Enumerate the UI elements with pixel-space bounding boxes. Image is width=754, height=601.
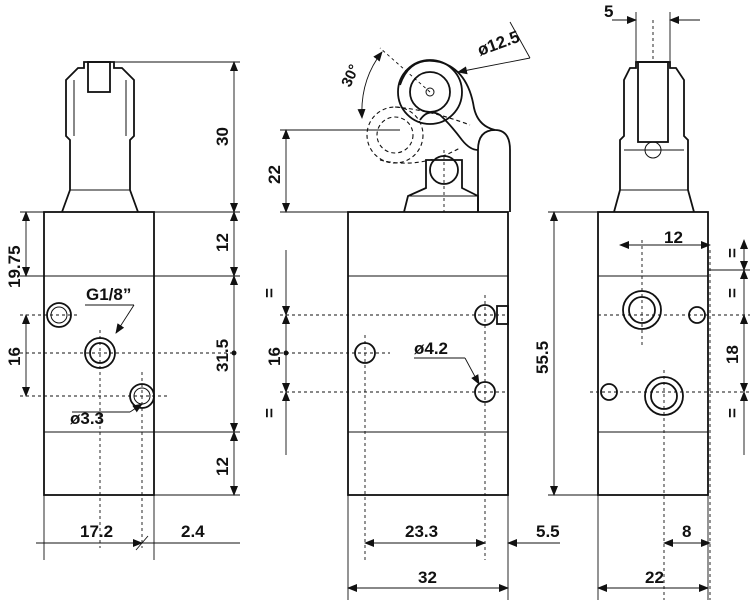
middle-actuator-base: [403, 159, 479, 213]
eq-mark-2: =: [260, 408, 279, 418]
left-view: [20, 61, 240, 560]
right-view: [548, 12, 750, 600]
callout-mount-hole: ø3.3: [70, 409, 104, 428]
middle-lever-arm: [477, 129, 511, 212]
eq-mark-4: =: [723, 408, 742, 418]
dim-18: 18: [723, 345, 742, 364]
dim-8: 8: [682, 522, 691, 541]
dim-16-mid: 16: [265, 347, 284, 366]
dim-55-5: 55.5: [533, 341, 552, 374]
right-body: [597, 211, 709, 496]
callout-labels: G1/8” ø3.3 ø4.2: [70, 285, 448, 428]
dim-16-left: 16: [5, 347, 24, 366]
eq-mark-3: =: [723, 288, 742, 298]
dim-17-2: 17.2: [80, 522, 113, 541]
dim-30: 30: [213, 127, 232, 146]
dim-5: 5: [604, 2, 613, 21]
dim-roller-dia: ø12.5: [475, 27, 522, 60]
dim-12-top: 12: [213, 233, 232, 252]
middle-view: [280, 21, 560, 600]
callout-port-thread: G1/8”: [86, 285, 131, 304]
dim-19-75: 19.75: [5, 245, 24, 288]
dim-31-5: 31.5: [213, 339, 232, 372]
dim-angle-30: 30°: [338, 62, 363, 90]
middle-body: [347, 211, 509, 496]
dim-22-height: 22: [265, 165, 284, 184]
eq-mark-1: =: [260, 288, 279, 298]
dim-12-width: 12: [664, 228, 683, 247]
middle-roller: [397, 59, 463, 125]
eq-mark-5: =: [723, 248, 742, 258]
dim-22-width: 22: [645, 568, 664, 587]
left-body: [43, 211, 155, 496]
dim-2-4: 2.4: [181, 522, 205, 541]
dim-12-bottom: 12: [213, 457, 232, 476]
callout-hole-dia: ø4.2: [414, 339, 448, 358]
dim-32: 32: [418, 568, 437, 587]
dim-23-3: 23.3: [405, 522, 438, 541]
dim-5-5: 5.5: [536, 522, 560, 541]
